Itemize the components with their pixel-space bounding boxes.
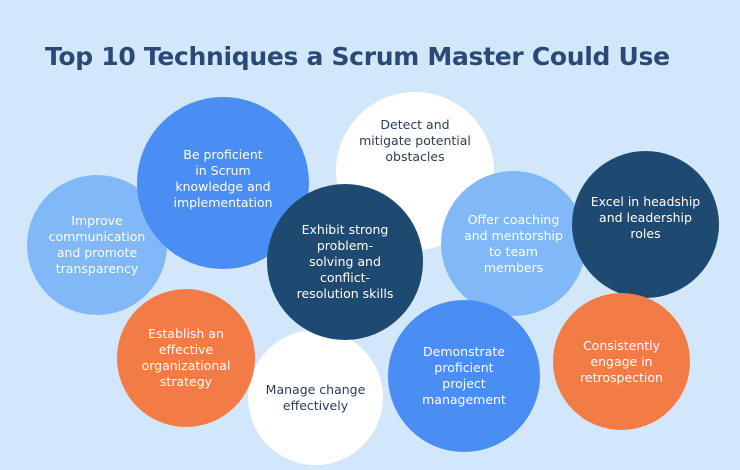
technique-circle-retrospection: Consistently engage in retrospection	[553, 293, 690, 430]
technique-label: Improve communication and promote transp…	[48, 213, 146, 276]
technique-circle-coaching: Offer coaching and mentorship to team me…	[441, 171, 586, 316]
page-title: Top 10 Techniques a Scrum Master Could U…	[45, 42, 670, 71]
technique-label: Demonstrate proficient project managemen…	[422, 344, 506, 407]
technique-label: Detect and mitigate potential obstacles	[359, 117, 471, 164]
technique-label: Consistently engage in retrospection	[580, 337, 663, 385]
technique-circle-organizational-strategy: Establish an effective organizational st…	[117, 289, 255, 427]
technique-circle-leadership: Excel in headship and leadership roles	[572, 151, 719, 298]
technique-circle-project-management: Demonstrate proficient project managemen…	[388, 300, 540, 452]
technique-label: Excel in headship and leadership roles	[590, 193, 701, 241]
technique-label: Offer coaching and mentorship to team me…	[464, 211, 563, 275]
technique-label: Establish an effective organizational st…	[141, 326, 231, 389]
technique-circle-problem-solving: Exhibit strong problem- solving and conf…	[267, 184, 423, 340]
technique-label: Be proficient in Scrum knowledge and imp…	[173, 147, 273, 210]
technique-circle-manage-change: Manage change effectively	[248, 330, 383, 465]
technique-label: Manage change effectively	[265, 381, 366, 413]
technique-label: Exhibit strong problem- solving and conf…	[296, 222, 394, 301]
